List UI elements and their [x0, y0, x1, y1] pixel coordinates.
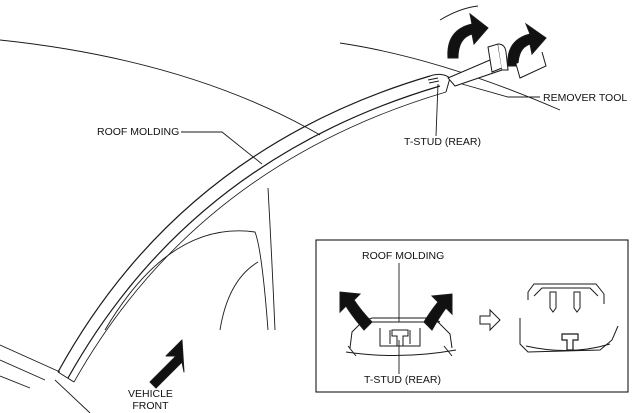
inset-clip-assembled — [345, 317, 457, 357]
car-body-outline — [0, 39, 561, 413]
label-vehicle-front-line2: FRONT — [132, 400, 169, 412]
inset-t-stud-left — [391, 329, 409, 347]
inset-lift-arrow-left — [339, 291, 373, 331]
inset-clip-legs — [549, 291, 581, 313]
label-vehicle-front: VEHICLE FRONT — [128, 388, 173, 412]
inset-lift-arrow-right — [423, 293, 453, 331]
door-frame-inner-line — [219, 261, 259, 331]
leader-lines — [181, 83, 540, 165]
leader-t-stud-rear — [435, 83, 439, 137]
windshield-line-2 — [0, 359, 46, 381]
leader-roof-molding — [181, 131, 263, 165]
roof-rear-edge-line — [339, 42, 561, 111]
label-remover-tool: REMOVER TOOL — [543, 92, 628, 104]
hood-edge-line — [54, 379, 91, 413]
door-frame-line — [104, 230, 269, 331]
inset-t-stud-right — [561, 333, 579, 351]
leader-remover-tool — [461, 83, 540, 98]
inset-frame — [315, 239, 629, 393]
windshield-line-1 — [0, 344, 61, 373]
roof-outline-line — [0, 39, 321, 136]
inset-direction-arrow — [479, 308, 501, 332]
label-roof-molding: ROOF MOLDING — [97, 126, 180, 138]
windshield-line-3 — [0, 375, 31, 389]
inset-label-t-stud-rear: T-STUD (REAR) — [364, 374, 441, 386]
label-t-stud-rear: T-STUD (REAR) — [404, 136, 481, 148]
a-pillar-line — [267, 187, 276, 331]
vehicle-front-arrow — [149, 339, 185, 389]
inset-label-roof-molding: ROOF MOLDING — [362, 250, 445, 262]
label-vehicle-front-line1: VEHICLE — [128, 388, 173, 400]
t-stud-rear-marks — [427, 77, 440, 84]
lift-arrow-right — [507, 22, 547, 79]
inset-clip-removed — [519, 283, 619, 353]
roof-molding-strip — [57, 73, 451, 383]
remover-tool-graphic — [447, 43, 509, 87]
lift-arrow-left — [439, 5, 489, 59]
